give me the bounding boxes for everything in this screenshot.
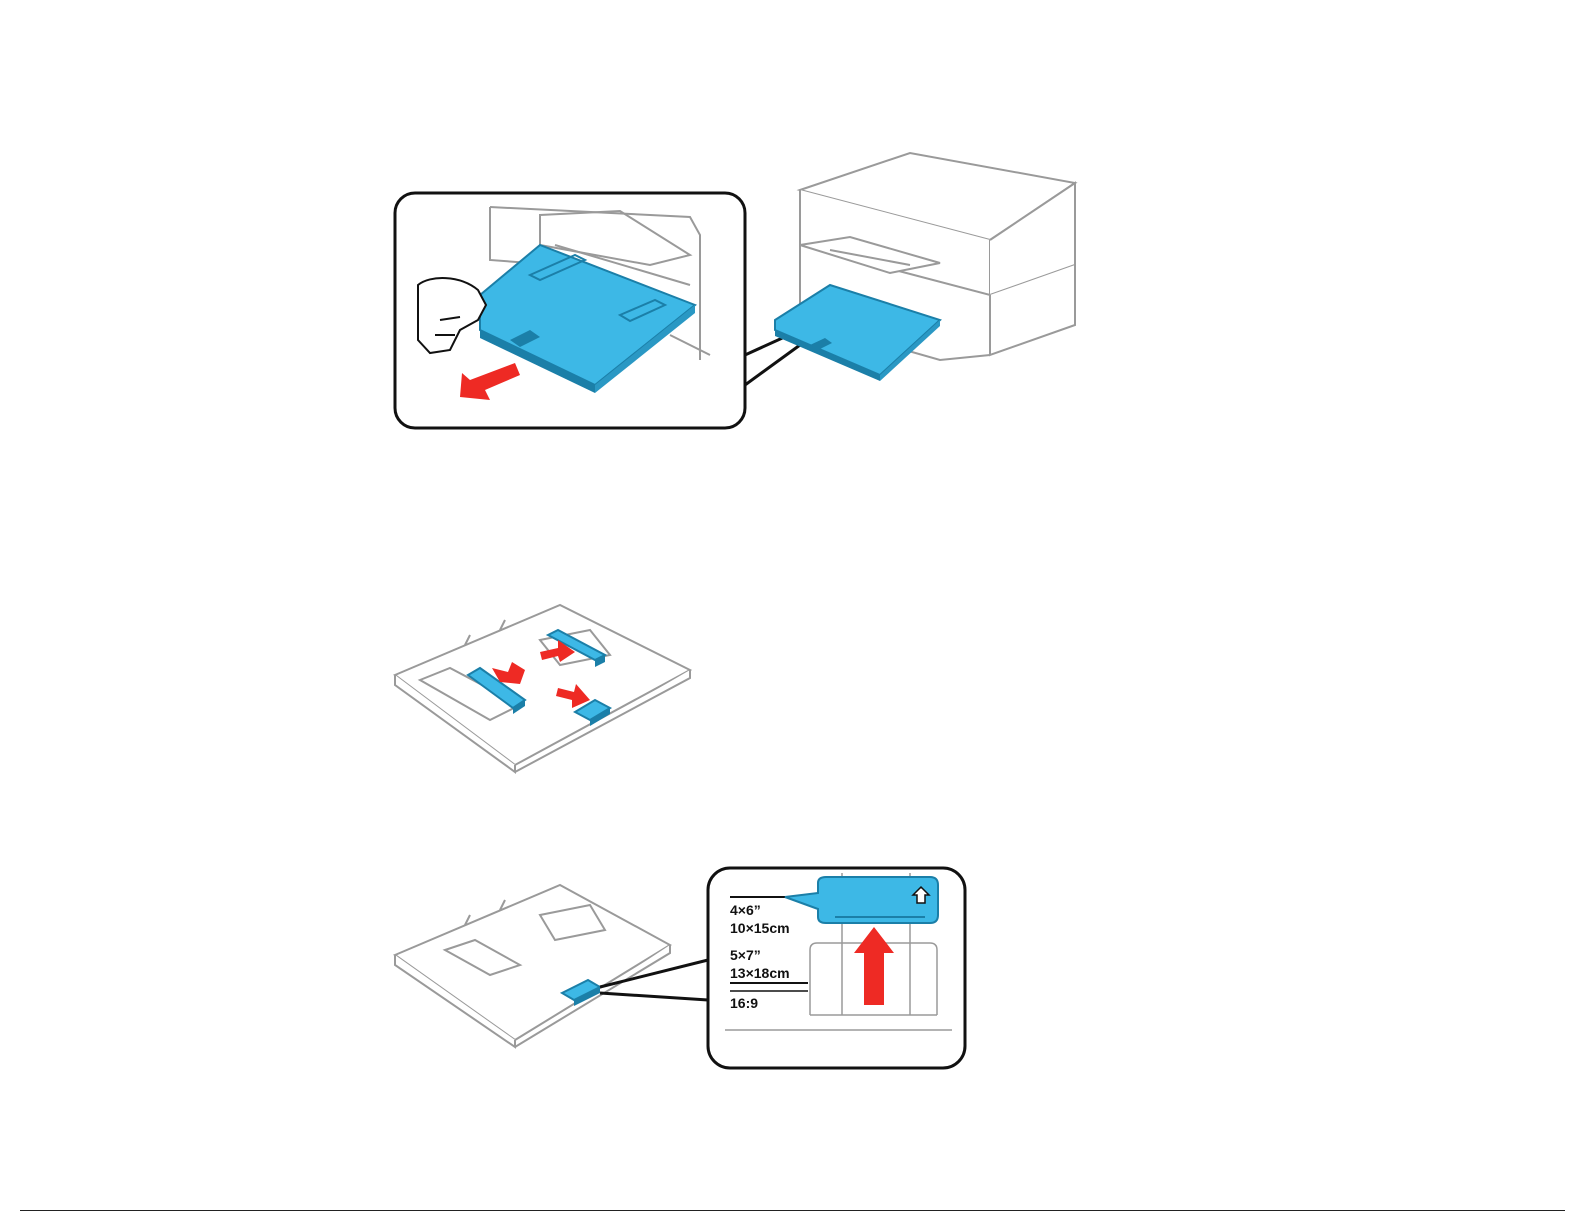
figure-pull-out-cassette-svg (390, 145, 1100, 435)
figure-pull-out-cassette (390, 145, 1100, 435)
size-label-16-9: 16:9 (730, 995, 758, 1011)
callout-pointer-bottom-2 (600, 993, 708, 1000)
size-label-5x7-in: 5×7” (730, 947, 761, 963)
figure-slide-edge-guides-svg (390, 600, 700, 775)
cassette-tray-outline-2 (395, 885, 670, 1047)
figure-set-paper-size-guide-svg: 4×6” 10×15cm 5×7” 13×18cm 16:9 (390, 865, 975, 1075)
figure-slide-edge-guides (390, 600, 700, 775)
page-footer-rule (20, 1210, 1565, 1211)
size-label-10x15-cm: 10×15cm (730, 920, 790, 936)
cassette-tray-outline (395, 605, 690, 772)
size-label-4x6-in: 4×6” (730, 902, 761, 918)
figure-set-paper-size-guide: 4×6” 10×15cm 5×7” 13×18cm 16:9 (390, 865, 975, 1075)
size-label-13x18-cm: 13×18cm (730, 965, 790, 981)
